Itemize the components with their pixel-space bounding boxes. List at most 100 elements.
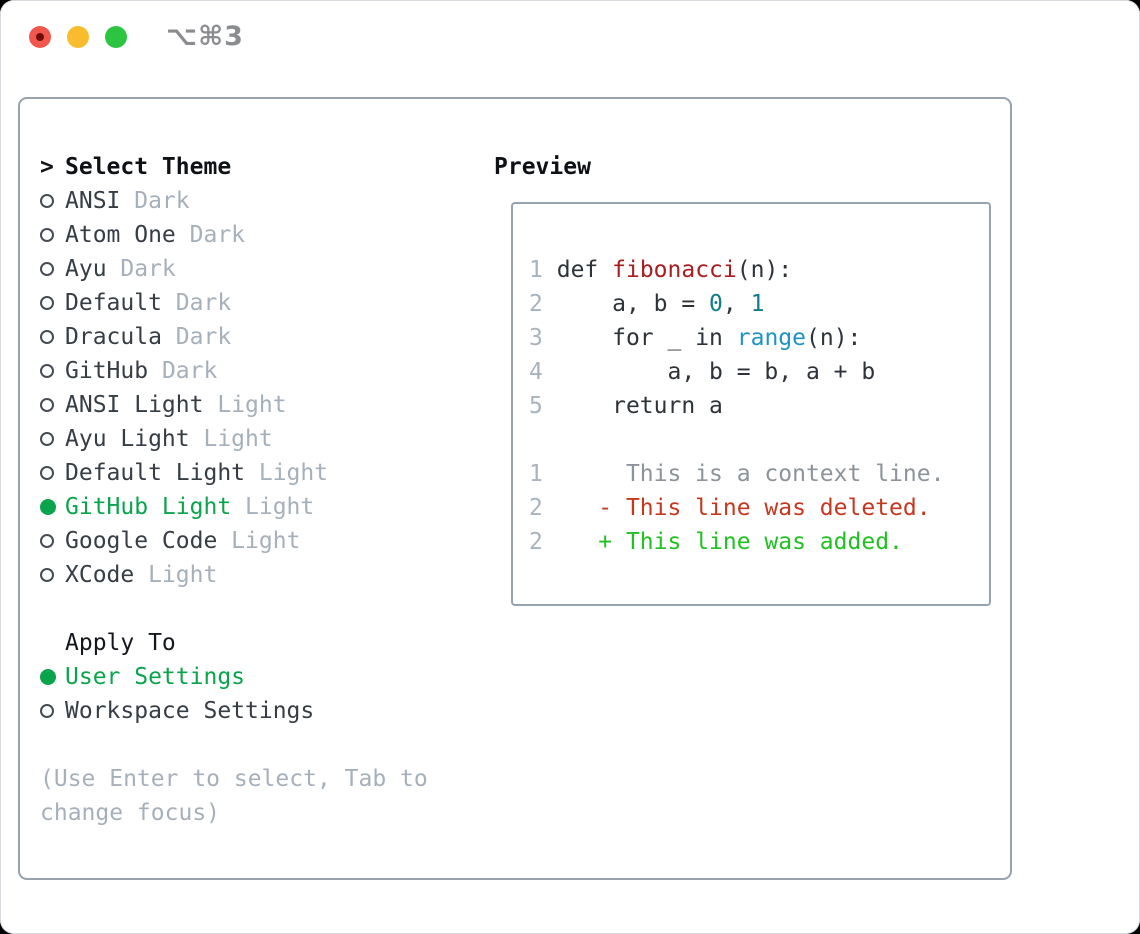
prompt-icon: >	[40, 154, 54, 180]
apply-to-heading: Apply To	[65, 630, 176, 656]
token-n: 0	[709, 291, 723, 317]
code-line: 2 - This line was deleted.	[529, 491, 944, 525]
radio-icon	[40, 432, 54, 446]
zoom-button[interactable]	[105, 26, 127, 48]
theme-option-github-light[interactable]: GitHub Light Light	[40, 490, 490, 524]
close-button[interactable]	[29, 26, 51, 48]
radio-icon	[40, 364, 54, 378]
traffic-lights	[29, 26, 127, 48]
preview-heading: Preview	[494, 154, 591, 180]
theme-option-atom-one[interactable]: Atom One Dark	[40, 218, 490, 252]
theme-option-default[interactable]: Default Dark	[40, 286, 490, 320]
radio-icon	[40, 194, 54, 208]
option-label: Ayu	[65, 256, 107, 282]
token-k: def	[556, 257, 599, 283]
theme-option-google-code[interactable]: Google Code Light	[40, 524, 490, 558]
option-label: User Settings	[65, 664, 246, 690]
radio-icon	[40, 568, 54, 582]
token-k: return	[612, 393, 696, 419]
theme-variant-label: Light	[245, 460, 329, 486]
token-ln: 3	[529, 325, 543, 351]
radio-slot	[40, 499, 65, 515]
option-label: GitHub Light	[65, 494, 232, 520]
theme-option-ansi-light[interactable]: ANSI Light Light	[40, 388, 490, 422]
theme-variant-label: Dark	[148, 358, 218, 384]
code-line: 1 This is a context line.	[529, 457, 944, 491]
theme-variant-label: Dark	[120, 188, 190, 214]
theme-variant-label: Light	[217, 528, 301, 554]
token-p: _	[653, 325, 696, 351]
token-del: - This line was deleted.	[542, 495, 931, 521]
token-p	[543, 325, 612, 351]
radio-slot	[40, 466, 65, 480]
radio-icon	[40, 228, 54, 242]
option-label: ANSI	[65, 188, 121, 214]
theme-option-xcode[interactable]: XCode Light	[40, 558, 490, 592]
radio-icon	[40, 296, 54, 310]
theme-option-default-light[interactable]: Default Light Light	[40, 456, 490, 490]
option-label: Ayu Light	[65, 426, 190, 452]
theme-variant-label: Dark	[175, 222, 246, 248]
token-ln: 1	[529, 461, 543, 487]
theme-option-ayu-light[interactable]: Ayu Light Light	[40, 422, 490, 456]
titlebar: ⌥⌘3	[0, 0, 1140, 75]
code-line: 3 for _ in range(n):	[529, 321, 944, 355]
radio-slot	[40, 330, 65, 344]
apply-to-heading-row: Apply To	[40, 626, 490, 660]
option-label: ANSI Light	[65, 392, 204, 418]
radio-icon	[40, 398, 54, 412]
token-ln: 4	[529, 359, 543, 385]
radio-slot	[40, 364, 65, 378]
theme-option-github[interactable]: GitHub Dark	[40, 354, 490, 388]
option-label: Default	[65, 290, 162, 316]
apply-option-user-settings[interactable]: User Settings	[40, 660, 490, 694]
blank-line	[529, 423, 944, 457]
token-p: (n):	[806, 325, 862, 351]
option-label: Google Code	[65, 528, 218, 554]
radio-slot	[40, 296, 65, 310]
theme-option-ayu[interactable]: Ayu Dark	[40, 252, 490, 286]
theme-variant-label: Light	[134, 562, 218, 588]
select-theme-heading-row: > Select Theme	[40, 150, 490, 184]
theme-option-dracula[interactable]: Dracula Dark	[40, 320, 490, 354]
theme-variant-label: Light	[203, 392, 287, 418]
theme-option-ansi[interactable]: ANSI Dark	[40, 184, 490, 218]
token-ln: 2	[529, 529, 543, 555]
token-k: in	[695, 325, 723, 351]
token-ctx: This is a context line.	[542, 461, 945, 487]
select-theme-heading: Select Theme	[65, 154, 232, 180]
token-p	[543, 393, 612, 419]
token-p: a, b = b, a + b	[542, 359, 876, 385]
token-ln: 2	[529, 291, 543, 317]
radio-icon	[40, 704, 54, 718]
radio-slot	[40, 534, 65, 548]
radio-slot	[40, 568, 65, 582]
radio-selected-icon	[40, 499, 56, 515]
theme-variant-label: Dark	[161, 290, 232, 316]
apply-option-workspace-settings[interactable]: Workspace Settings	[40, 694, 490, 728]
radio-slot	[40, 194, 65, 208]
token-p	[598, 257, 612, 283]
code-line: 2 a, b = 0, 1	[529, 287, 944, 321]
code-line: 4 a, b = b, a + b	[529, 355, 944, 389]
token-add: + This line was added.	[542, 529, 903, 555]
radio-slot	[40, 704, 65, 718]
theme-variant-label: Dark	[161, 324, 232, 350]
radio-slot	[40, 669, 65, 685]
radio-selected-icon	[40, 669, 56, 685]
minimize-button[interactable]	[67, 26, 89, 48]
radio-slot	[40, 432, 65, 446]
token-k: for	[612, 325, 654, 351]
token-n: 1	[750, 291, 765, 317]
option-label: XCode	[65, 562, 135, 588]
token-p: a	[695, 393, 723, 419]
radio-icon	[40, 466, 54, 480]
token-p: a, b =	[542, 291, 710, 317]
